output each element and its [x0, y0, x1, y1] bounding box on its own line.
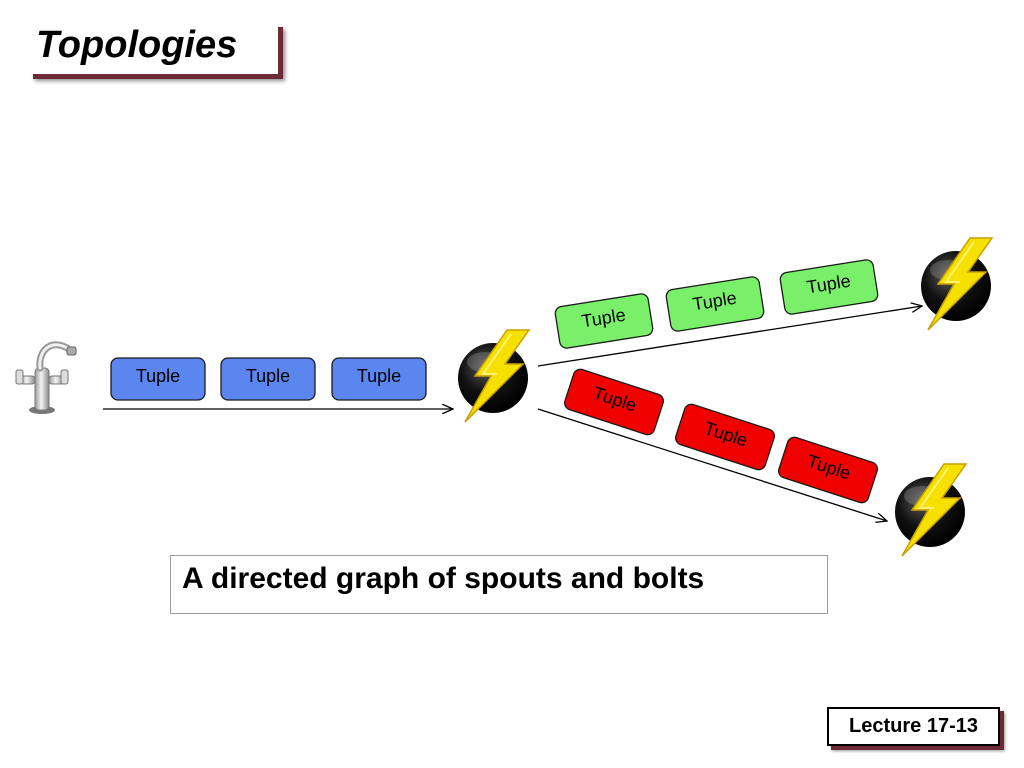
- caption-box: A directed graph of spouts and bolts: [170, 555, 828, 614]
- tuple-green-3: Tuple: [779, 259, 879, 315]
- title-box: Topologies: [28, 22, 278, 74]
- tuple-blue-2: Tuple: [220, 357, 316, 401]
- lightning-bolt-icon: [920, 237, 993, 331]
- tuple-red-1: Tuple: [563, 368, 665, 436]
- tuple-blue-1: Tuple: [110, 357, 206, 401]
- tuple-label: Tuple: [357, 366, 401, 386]
- page-title: Topologies: [36, 24, 238, 66]
- caption-text: A directed graph of spouts and bolts: [182, 562, 705, 595]
- edge-bolt-to-top-bolt: [537, 306, 922, 367]
- lightning-bolt-icon: [894, 463, 967, 557]
- lecture-number: Lecture 17-13: [849, 715, 978, 737]
- tuple-green-2: Tuple: [665, 276, 765, 332]
- faucet-icon: [15, 341, 77, 414]
- lightning-bolt-icon: [457, 329, 530, 423]
- tuple-red-2: Tuple: [674, 403, 776, 471]
- tuple-green-1: Tuple: [554, 293, 654, 349]
- tuple-label: Tuple: [246, 366, 290, 386]
- footer-box: Lecture 17-13: [827, 707, 1000, 746]
- tuple-red-3: Tuple: [777, 436, 879, 504]
- tuple-blue-3: Tuple: [331, 357, 427, 401]
- edge-bolt-to-bottom-bolt: [537, 408, 887, 521]
- tuple-label: Tuple: [136, 366, 180, 386]
